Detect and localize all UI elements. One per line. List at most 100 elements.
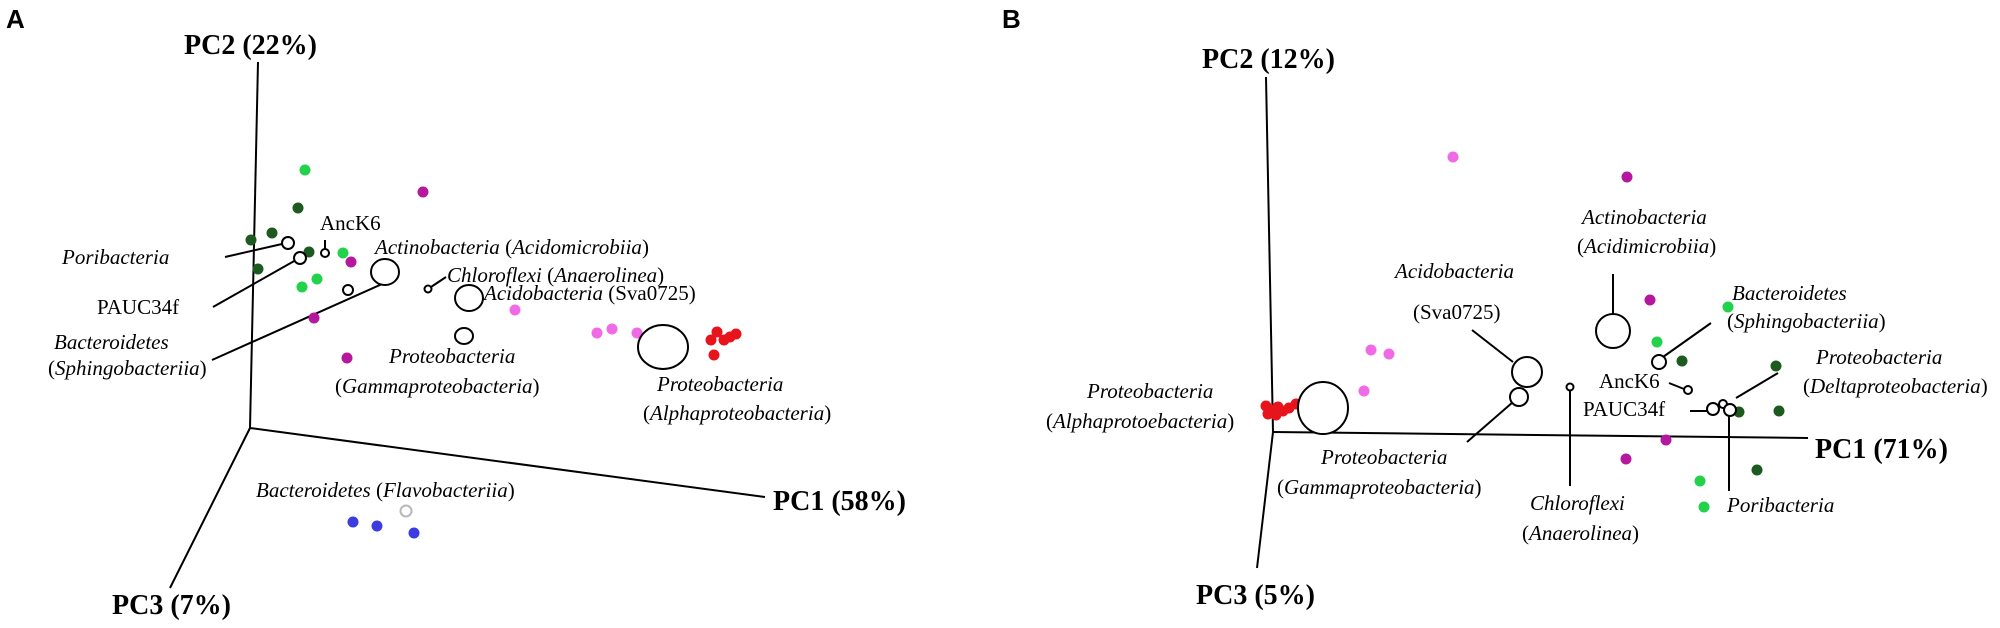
sample-dot-a-11: [308, 312, 320, 324]
sample-dot-a-23: [347, 516, 359, 528]
sample-dot-b-5: [1365, 344, 1377, 356]
sample-dot-a-5: [303, 246, 315, 258]
pc2-axis-a: [249, 61, 259, 429]
taxon-circle-b-0: [1297, 381, 1349, 435]
taxon-label-a-12: Bacteroidetes (Flavobacteriia): [256, 478, 515, 502]
sample-dot-b-23: [1270, 409, 1282, 421]
taxon-label-b-5: (Sva0725): [1413, 300, 1501, 324]
taxon-label-b-15: Chloroflexi: [1530, 491, 1625, 515]
sample-dot-a-16: [631, 327, 643, 339]
sample-dot-b-4: [1651, 336, 1663, 348]
sample-dot-b-1: [1621, 171, 1633, 183]
taxon-circle-b-2: [1509, 387, 1529, 407]
sample-dot-b-8: [1676, 355, 1688, 367]
leaders-a: [211, 240, 447, 361]
sample-dot-b-3: [1722, 301, 1734, 313]
sample-dot-b-14: [1620, 453, 1632, 465]
panel-b: B PC2 (12%) PC1 (71%) PC3 (5%) Actinobac…: [1002, 4, 1988, 611]
taxon-label-a-7: (Sphingobacteriia): [48, 356, 207, 380]
taxon-circle-b-1: [1511, 356, 1543, 388]
taxon-label-a-1: AncK6: [320, 211, 381, 235]
taxon-label-a-10: Proteobacteria: [656, 372, 783, 396]
leader-chloroflexi-a: [430, 276, 447, 288]
sample-dot-b-0: [1447, 151, 1459, 163]
taxon-label-a-5: PAUC34f: [97, 295, 179, 319]
dots-a: [245, 164, 742, 539]
taxa-circles-b: [1297, 313, 1737, 435]
sample-dot-a-26: [399, 504, 413, 518]
taxon-circle-a-5: [454, 284, 484, 312]
pc2-label-a: PC2 (22%): [184, 30, 317, 61]
sample-dot-b-22: [1262, 408, 1274, 420]
taxon-label-b-14: Poribacteria: [1726, 493, 1834, 517]
sample-dot-b-10: [1773, 405, 1785, 417]
taxa-labels-b: Actinobacteria (Acidimicrobiia) Bacteroide…: [1046, 205, 1988, 545]
taxon-label-a-0: Poribacteria: [61, 245, 169, 269]
taxon-label-b-2: Bacteroidetes: [1732, 281, 1847, 305]
taxon-label-b-12: Proteobacteria: [1320, 445, 1447, 469]
pc3-axis-a: [169, 427, 251, 589]
pc1-axis-a: [249, 427, 766, 498]
sample-dot-a-10: [417, 186, 429, 198]
taxon-label-a-4: Acidobacteria (Sva0725): [482, 281, 696, 305]
taxon-circle-b-4: [1565, 382, 1575, 392]
taxon-label-b-0: Actinobacteria: [1580, 205, 1707, 229]
taxon-circle-a-1: [293, 251, 307, 265]
sample-dot-a-19: [718, 334, 730, 346]
leader-poribacteria-a: [224, 243, 283, 258]
pc1-label-a: PC1 (58%): [773, 486, 906, 517]
taxon-circle-a-2: [320, 248, 330, 258]
taxon-label-b-9: PAUC34f: [1583, 397, 1665, 421]
sample-dot-a-13: [509, 304, 521, 316]
taxon-label-b-4: Acidobacteria: [1393, 259, 1514, 283]
leader-bacteroidetes-a: [211, 283, 383, 361]
taxon-label-b-13: (Gammaproteobacteria): [1277, 475, 1482, 499]
taxon-label-b-7: (Deltaproteobacteria): [1803, 374, 1988, 398]
taxon-circle-a-3: [370, 258, 400, 286]
pc2-axis-b: [1265, 76, 1274, 433]
dots-b: [1260, 151, 1785, 513]
taxon-label-b-1: (Acidimicrobiia): [1577, 234, 1716, 258]
sample-dot-a-20: [730, 328, 742, 340]
taxon-label-b-10: Proteobacteria: [1086, 379, 1213, 403]
taxon-circle-a-0: [281, 236, 295, 250]
sample-dot-b-6: [1383, 348, 1395, 360]
sample-dot-b-13: [1660, 434, 1672, 446]
panel-letter-a: A: [6, 4, 25, 34]
sample-dot-a-3: [266, 227, 278, 239]
taxon-label-a-3: Chloroflexi (Anaerolinea): [447, 263, 664, 287]
sample-dot-a-2: [245, 234, 257, 246]
sample-dot-a-22: [708, 349, 720, 361]
leader-delta-b: [1735, 372, 1779, 399]
taxon-label-b-11: (Alphaprotoebacteria): [1046, 409, 1234, 433]
taxon-circle-b-7: [1706, 402, 1720, 416]
sample-dot-b-15: [1694, 475, 1706, 487]
taxon-circle-b-6: [1683, 385, 1693, 395]
leader-gamma-b: [1466, 401, 1514, 443]
sample-dot-a-25: [408, 527, 420, 539]
leaders-b: [1466, 274, 1779, 491]
sample-dot-b-12: [1751, 464, 1763, 476]
sample-dot-a-12: [341, 352, 353, 364]
taxon-label-a-8: Proteobacteria: [388, 344, 515, 368]
pc1-axis-b: [1272, 431, 1809, 439]
sample-dot-a-15: [606, 323, 618, 335]
taxon-circle-b-9: [1723, 403, 1737, 417]
sample-dot-a-8: [311, 273, 323, 285]
taxon-label-b-6: Proteobacteria: [1815, 345, 1942, 369]
taxon-label-b-16: (Anaerolinea): [1522, 521, 1639, 545]
taxon-circle-a-8: [637, 324, 689, 370]
sample-dot-a-14: [591, 327, 603, 339]
pc3-label-a: PC3 (7%): [112, 590, 231, 621]
taxon-circle-a-6: [342, 284, 354, 296]
sample-dot-a-21: [705, 334, 717, 346]
taxon-label-a-2: Actinobacteria (Acidomicrobiia): [373, 235, 649, 259]
sample-dot-a-6: [337, 247, 349, 259]
taxon-label-b-3: (Sphingobacteriia): [1727, 309, 1886, 333]
pc3-axis-b: [1256, 431, 1274, 569]
sample-dot-b-16: [1698, 501, 1710, 513]
sample-dot-a-1: [292, 202, 304, 214]
leader-bacteroidetes-b: [1662, 322, 1712, 358]
sample-dot-b-9: [1770, 360, 1782, 372]
